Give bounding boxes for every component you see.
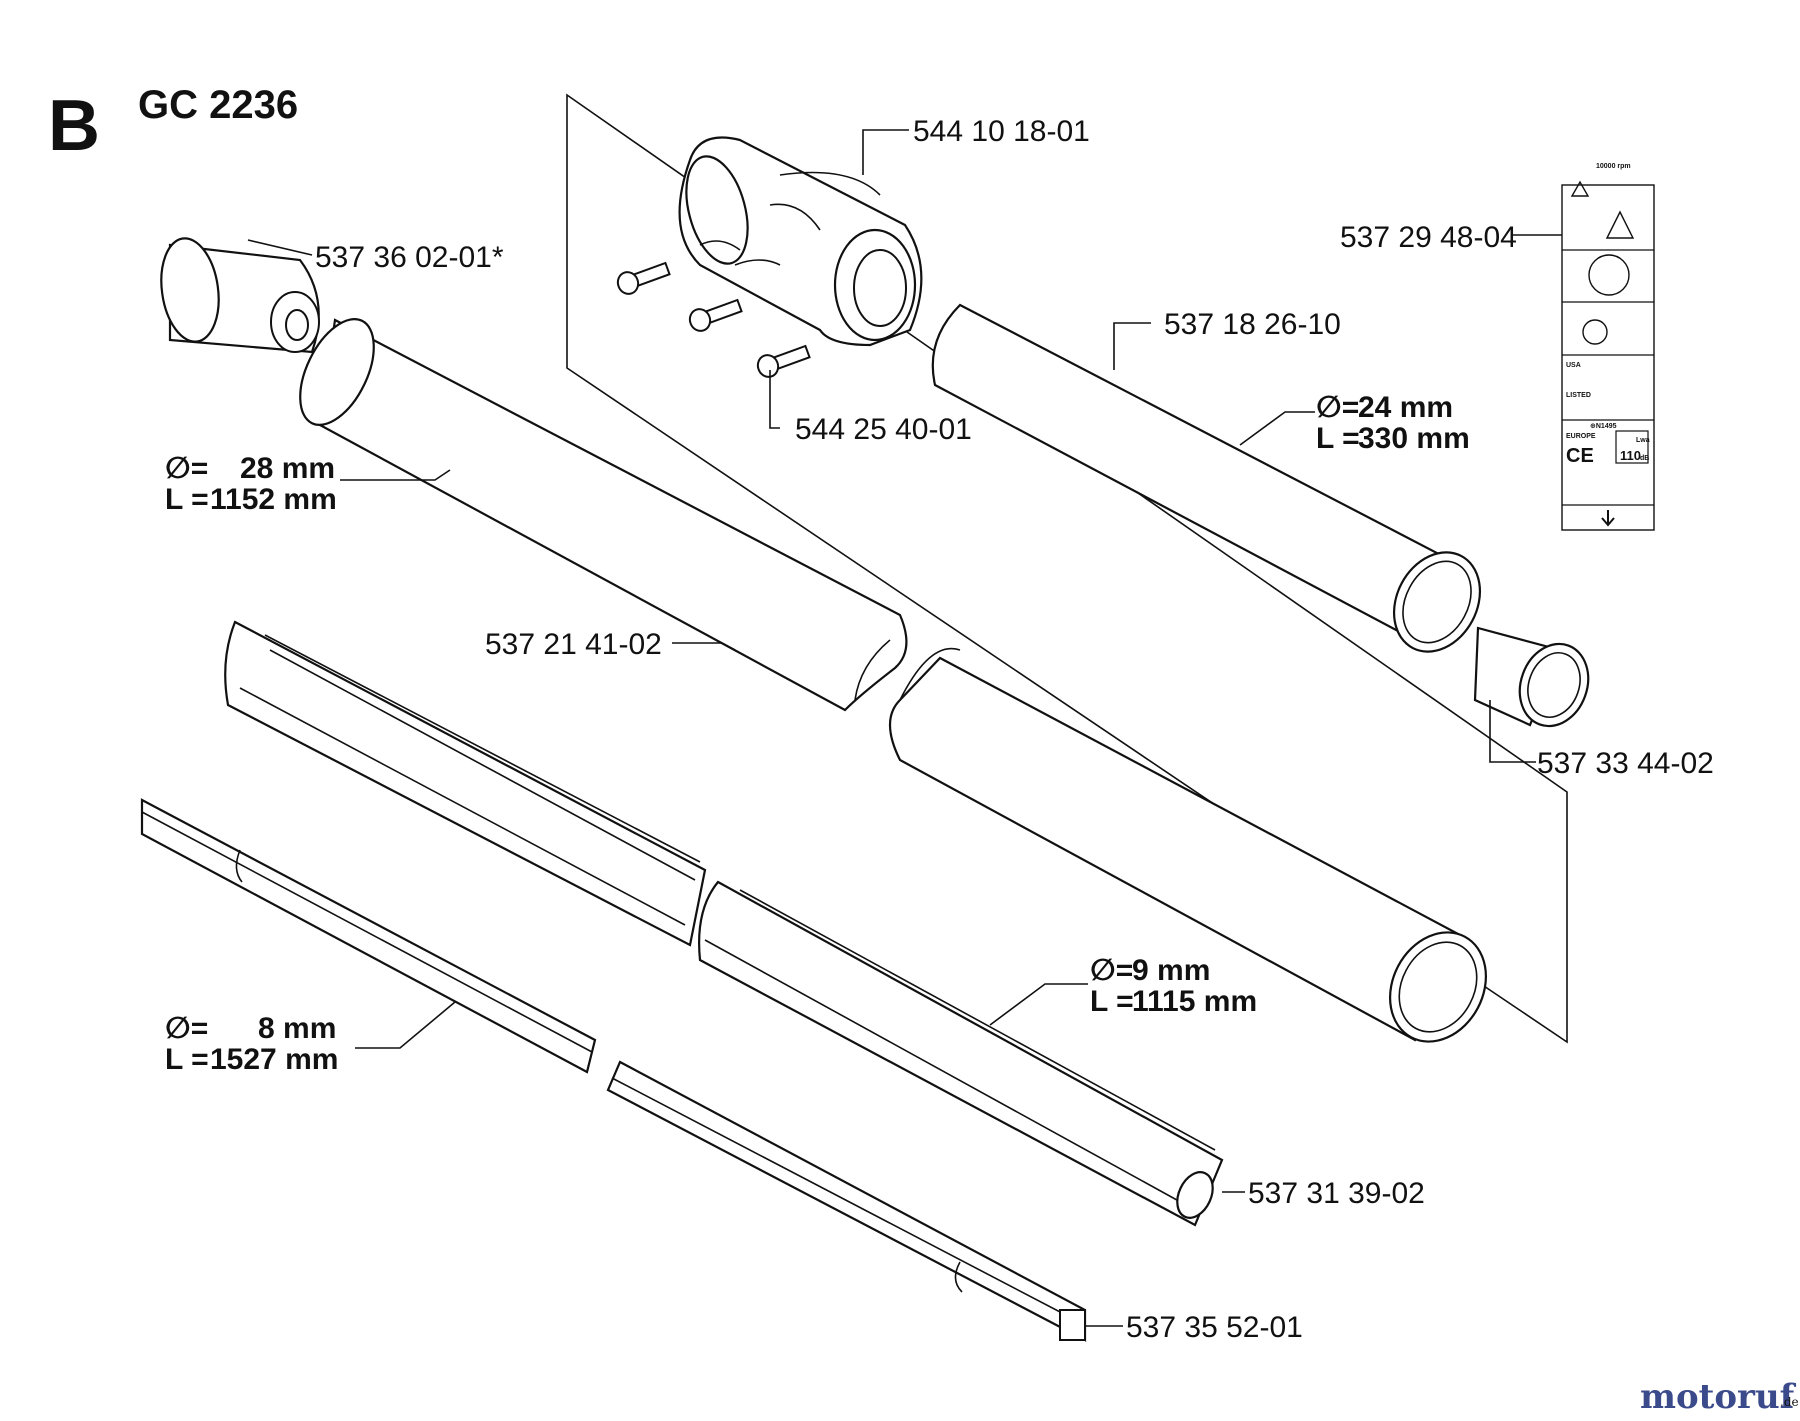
arrow-down-icon	[1601, 510, 1615, 527]
screws	[616, 261, 811, 378]
dimension-shaft-tube: ∅= 28 mm L = 1152 mm	[165, 452, 337, 516]
length-value: 1115 mm	[1132, 985, 1257, 1018]
protective-gear-icon	[1582, 319, 1608, 345]
liner-lower	[698, 880, 1224, 1227]
shaft-tube-upper	[299, 318, 908, 712]
tube-clamp	[678, 136, 923, 347]
diameter-symbol: ∅=	[165, 1012, 208, 1045]
decal-listed: LISTED	[1566, 392, 1591, 399]
length-symbol: L =	[165, 1043, 209, 1076]
decal-usa: USA	[1566, 362, 1581, 369]
section-letter: B	[48, 86, 100, 166]
length-value: 1527 mm	[210, 1043, 338, 1076]
dimension-upper-tube: ∅= 24 mm L = 330 mm	[1316, 391, 1470, 455]
outer-tube-lower	[889, 647, 1488, 1043]
length-symbol: L =	[1090, 985, 1134, 1018]
decal-code: ⊕N1495	[1590, 423, 1617, 430]
length-value: 330 mm	[1358, 422, 1470, 455]
part-label-upper-tube: 537 18 26-10	[1164, 308, 1341, 341]
length-symbol: L =	[165, 483, 209, 516]
watermark: motoruf .de	[1640, 1377, 1799, 1417]
diameter-value: 8 mm	[258, 1012, 336, 1045]
liner-upper	[224, 620, 707, 947]
part-label-liner: 537 31 39-02	[1248, 1177, 1425, 1210]
drive-shaft-lower	[606, 1060, 1087, 1342]
leader-lines	[247, 129, 1562, 1327]
decal-lwa-unit: Lwa	[1636, 437, 1650, 444]
warning-triangle-icon	[1570, 180, 1590, 197]
sleeve-right	[1473, 626, 1590, 728]
diameter-value: 9 mm	[1132, 954, 1210, 987]
length-value: 1152 mm	[210, 483, 337, 516]
diameter-value: 28 mm	[240, 452, 335, 485]
noise-level-icon	[1615, 430, 1649, 464]
background-plane	[566, 93, 1568, 1044]
decal-sheet: 10000 rpm USA LISTED ⊕N1495 EUROPE CE Lw…	[1561, 163, 1655, 531]
operator-distance-icon	[1588, 254, 1630, 296]
end-cap-left	[160, 237, 320, 354]
diameter-symbol: ∅=	[1090, 954, 1133, 987]
diameter-value: 24 mm	[1358, 391, 1453, 424]
watermark-brand: motoruf	[1640, 1377, 1797, 1416]
warning-triangle-icon	[1605, 210, 1635, 239]
decal-rpm: 10000 rpm	[1596, 163, 1631, 170]
drive-shaft-upper	[140, 798, 597, 1074]
part-label-decal: 537 29 48-04	[1340, 221, 1517, 254]
part-label-clamp: 544 10 18-01	[913, 115, 1090, 148]
dimension-liner: ∅= 9 mm L = 1115 mm	[1090, 954, 1257, 1018]
diameter-symbol: ∅=	[165, 452, 208, 485]
part-label-shaft-tube: 537 21 41-02	[485, 628, 662, 661]
part-label-end-cap: 537 36 02-01*	[315, 241, 504, 274]
dimension-drive-shaft: ∅= 8 mm L = 1527 mm	[165, 1012, 338, 1076]
part-label-sleeve: 537 33 44-02	[1537, 747, 1714, 780]
diameter-symbol: ∅=	[1316, 391, 1359, 424]
part-label-drive-shaft: 537 35 52-01	[1126, 1311, 1303, 1344]
decal-lwa-suffix: dB	[1640, 455, 1649, 462]
part-label-screws: 544 25 40-01	[795, 413, 972, 446]
model-title: GC 2236	[138, 83, 298, 127]
length-symbol: L =	[1316, 422, 1360, 455]
decal-europe: EUROPE	[1566, 433, 1596, 440]
decal-ce-mark: CE	[1566, 445, 1594, 467]
watermark-tld: .de	[1780, 1395, 1799, 1409]
decal-lwa-value: 110	[1620, 448, 1641, 463]
upper-tube	[931, 303, 1482, 653]
